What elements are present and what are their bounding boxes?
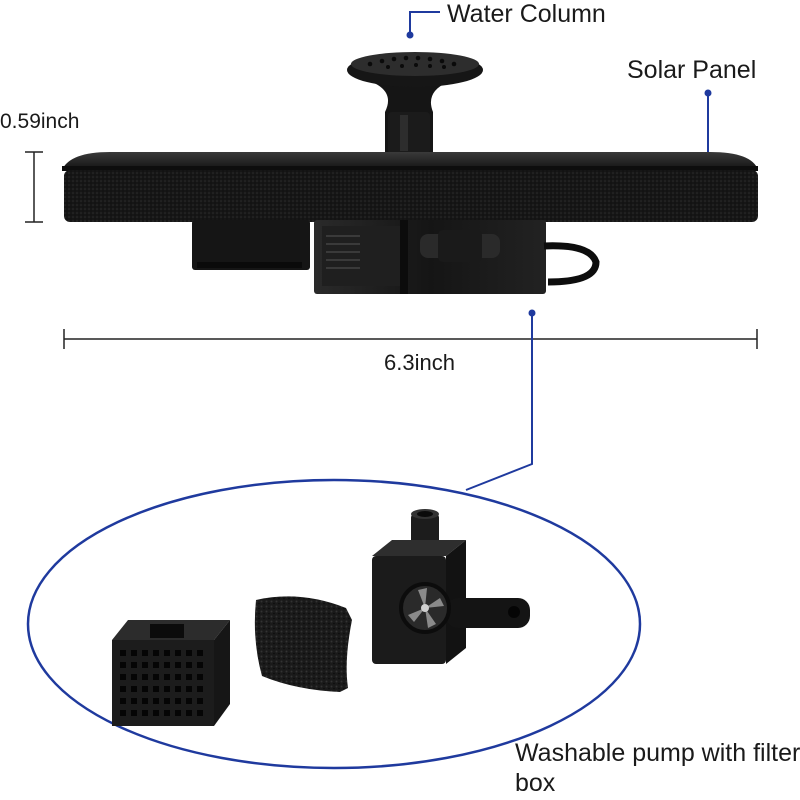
sponge-filter [254,596,352,692]
callout-dot-solar [704,89,712,97]
solar-fountain [62,52,758,294]
width-dimension [63,329,758,349]
pump-parts-ellipse [26,478,642,770]
filter-cage [112,620,230,726]
solar-panel-top [62,152,758,170]
water-pump [372,509,530,664]
callout-pump [465,313,533,491]
callout-water-column [409,11,440,35]
pump-filter-label: Washable pump with filter box [515,739,800,797]
power-cable [543,242,600,286]
nozzle-holes [367,55,457,69]
foam-float [64,170,758,222]
callout-dot-pump [528,309,536,317]
height-dimension [25,151,43,223]
battery-box [192,220,310,270]
water-column-label: Water Column [447,0,606,28]
solar-panel-label: Solar Panel [627,56,757,84]
width-dimension-label: 6.3inch [384,350,455,375]
callout-dot-water [406,31,414,39]
height-dimension-label: 0.59inch [0,110,80,133]
nozzle-base [388,112,430,154]
